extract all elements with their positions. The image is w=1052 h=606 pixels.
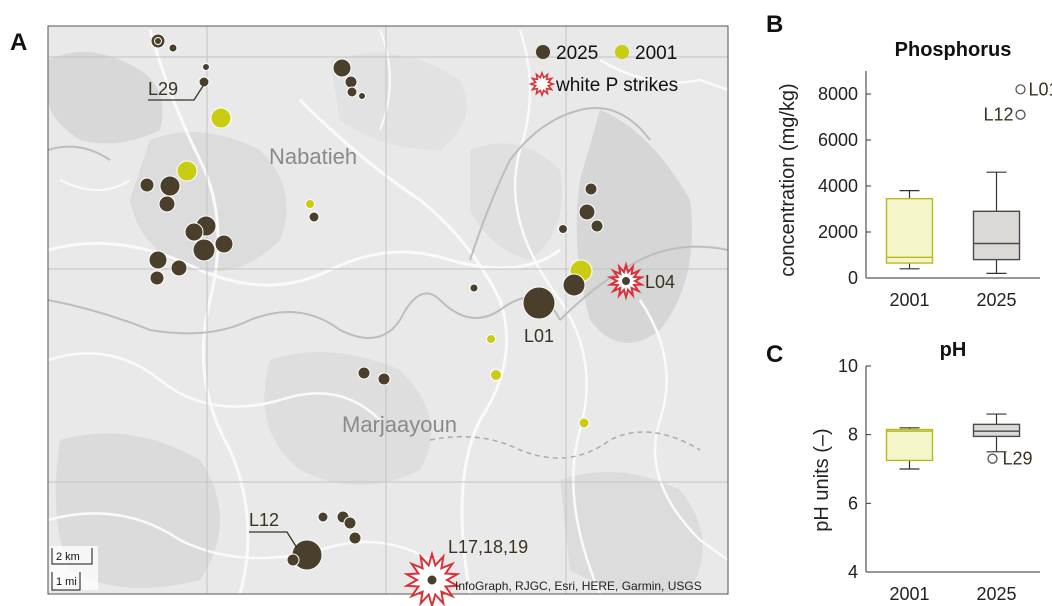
site-marker-2025 — [159, 175, 181, 197]
site-marker-2025 — [621, 276, 631, 286]
box-2025 — [972, 423, 1021, 438]
region-label-nabatieh: Nabatieh — [269, 144, 357, 169]
map-panel: Nabatieh Marjaayoun L29 L01 L04 L12 L17,… — [47, 25, 729, 606]
site-marker-2025 — [558, 224, 568, 234]
box-2001 — [885, 197, 934, 264]
y-tick-label: 6000 — [818, 130, 858, 150]
site-marker-2025 — [469, 283, 479, 293]
y-tick-label: 4 — [848, 562, 858, 582]
site-marker-2025 — [214, 234, 234, 254]
site-label-l17-18-19: L17,18,19 — [448, 537, 528, 557]
site-marker-2025 — [522, 286, 556, 320]
site-marker-2025 — [578, 203, 596, 221]
site-marker-2001 — [486, 334, 496, 344]
site-marker-2025 — [198, 76, 210, 88]
y-tick-label: 4000 — [818, 176, 858, 196]
site-marker-2025 — [286, 553, 300, 567]
panel-letter-a: A — [10, 29, 27, 56]
outlier-label: L01 — [1029, 79, 1052, 99]
site-marker-2025 — [308, 211, 320, 223]
site-marker-2001 — [176, 160, 198, 182]
x-tick-label: 2025 — [976, 290, 1016, 310]
legend-label-2025: 2025 — [556, 43, 598, 64]
site-marker-2025 — [317, 511, 329, 523]
site-label-l01: L01 — [524, 326, 554, 346]
ph-y-axis-label: pH units (–) — [811, 428, 833, 531]
box-2025 — [972, 210, 1021, 261]
site-marker-2025 — [202, 63, 210, 71]
site-markers — [139, 33, 631, 586]
phosphorus-chart-title: Phosphorus — [895, 39, 1012, 61]
phosphorus-y-axis-label: concentration (mg/kg) — [777, 83, 799, 276]
site-marker-2025 — [150, 33, 166, 49]
scale-bar: 2 km 1 mi — [50, 546, 98, 591]
phosphorus-box-plot: 0 2000 4000 6000 8000 2001 2025 L01L12 — [818, 71, 1052, 310]
site-marker-2025 — [377, 372, 391, 386]
y-tick-label: 6 — [848, 493, 858, 513]
site-marker-ring — [154, 37, 162, 45]
site-marker-2025 — [344, 75, 358, 89]
site-marker-2025 — [170, 259, 188, 277]
map-terrain — [48, 26, 728, 594]
map-attribution: InfoGraph, RJGC, Esri, HERE, Garmin, USG… — [455, 579, 702, 593]
site-marker-2025 — [562, 273, 586, 297]
scale-label-mi: 1 mi — [56, 576, 77, 588]
site-marker-2025 — [348, 531, 362, 545]
site-marker-2001 — [210, 107, 232, 129]
y-tick-label: 8 — [848, 425, 858, 445]
legend-label-strikes: white P strikes — [555, 75, 678, 96]
map-legend: 2025 2001 white P strikes — [528, 43, 678, 98]
y-tick-label: 10 — [838, 356, 858, 376]
site-marker-2025 — [584, 182, 598, 196]
scale-label-km: 2 km — [56, 551, 80, 563]
leader-line-l12 — [249, 531, 298, 549]
legend-strike-marker — [528, 70, 556, 98]
site-marker-2025 — [139, 177, 155, 193]
site-marker-2025 — [358, 92, 366, 100]
site-marker-2025 — [426, 574, 438, 586]
site-label-l04: L04 — [645, 272, 675, 292]
site-marker-2025 — [346, 86, 358, 98]
leader-line-l29 — [148, 85, 204, 101]
outlier-marker — [987, 453, 998, 464]
x-tick-label: 2025 — [976, 584, 1016, 604]
y-tick-label: 8000 — [818, 84, 858, 104]
site-marker-2025 — [168, 43, 178, 53]
region-label-marjaayoun: Marjaayoun — [342, 412, 457, 437]
y-tick-label: 0 — [848, 268, 858, 288]
legend-2001-marker — [615, 45, 629, 59]
outlier-marker — [1015, 109, 1026, 120]
site-marker-2025 — [332, 58, 352, 78]
x-tick-label: 2001 — [889, 584, 929, 604]
ph-box-plot: 4 6 8 10 2001 2025 L29 — [838, 356, 1040, 604]
site-label-l12: L12 — [249, 510, 279, 530]
site-marker-2025 — [184, 222, 204, 242]
site-marker-2025 — [343, 516, 357, 530]
legend-label-2001: 2001 — [635, 43, 677, 64]
map-frame — [47, 25, 729, 595]
site-marker-2001 — [578, 417, 590, 429]
x-tick-label: 2001 — [889, 290, 929, 310]
panel-letter-b: B — [766, 11, 783, 38]
site-marker-2025 — [357, 366, 371, 380]
site-marker-2001 — [305, 199, 315, 209]
site-marker-2025 — [149, 270, 165, 286]
site-marker-2001 — [490, 369, 502, 381]
box-2001 — [885, 428, 934, 462]
site-marker-2025 — [148, 250, 168, 270]
outlier-label: L29 — [1003, 449, 1033, 469]
site-marker-2025 — [192, 238, 216, 262]
site-marker-2025 — [158, 195, 176, 213]
legend-2025-marker — [536, 45, 550, 59]
site-label-l29: L29 — [148, 79, 178, 99]
y-tick-label: 2000 — [818, 222, 858, 242]
outlier-label: L12 — [983, 105, 1013, 125]
outlier-marker — [1015, 84, 1026, 95]
ph-chart-title: pH — [940, 339, 967, 361]
panel-letter-c: C — [766, 341, 783, 368]
site-marker-2025 — [590, 219, 604, 233]
